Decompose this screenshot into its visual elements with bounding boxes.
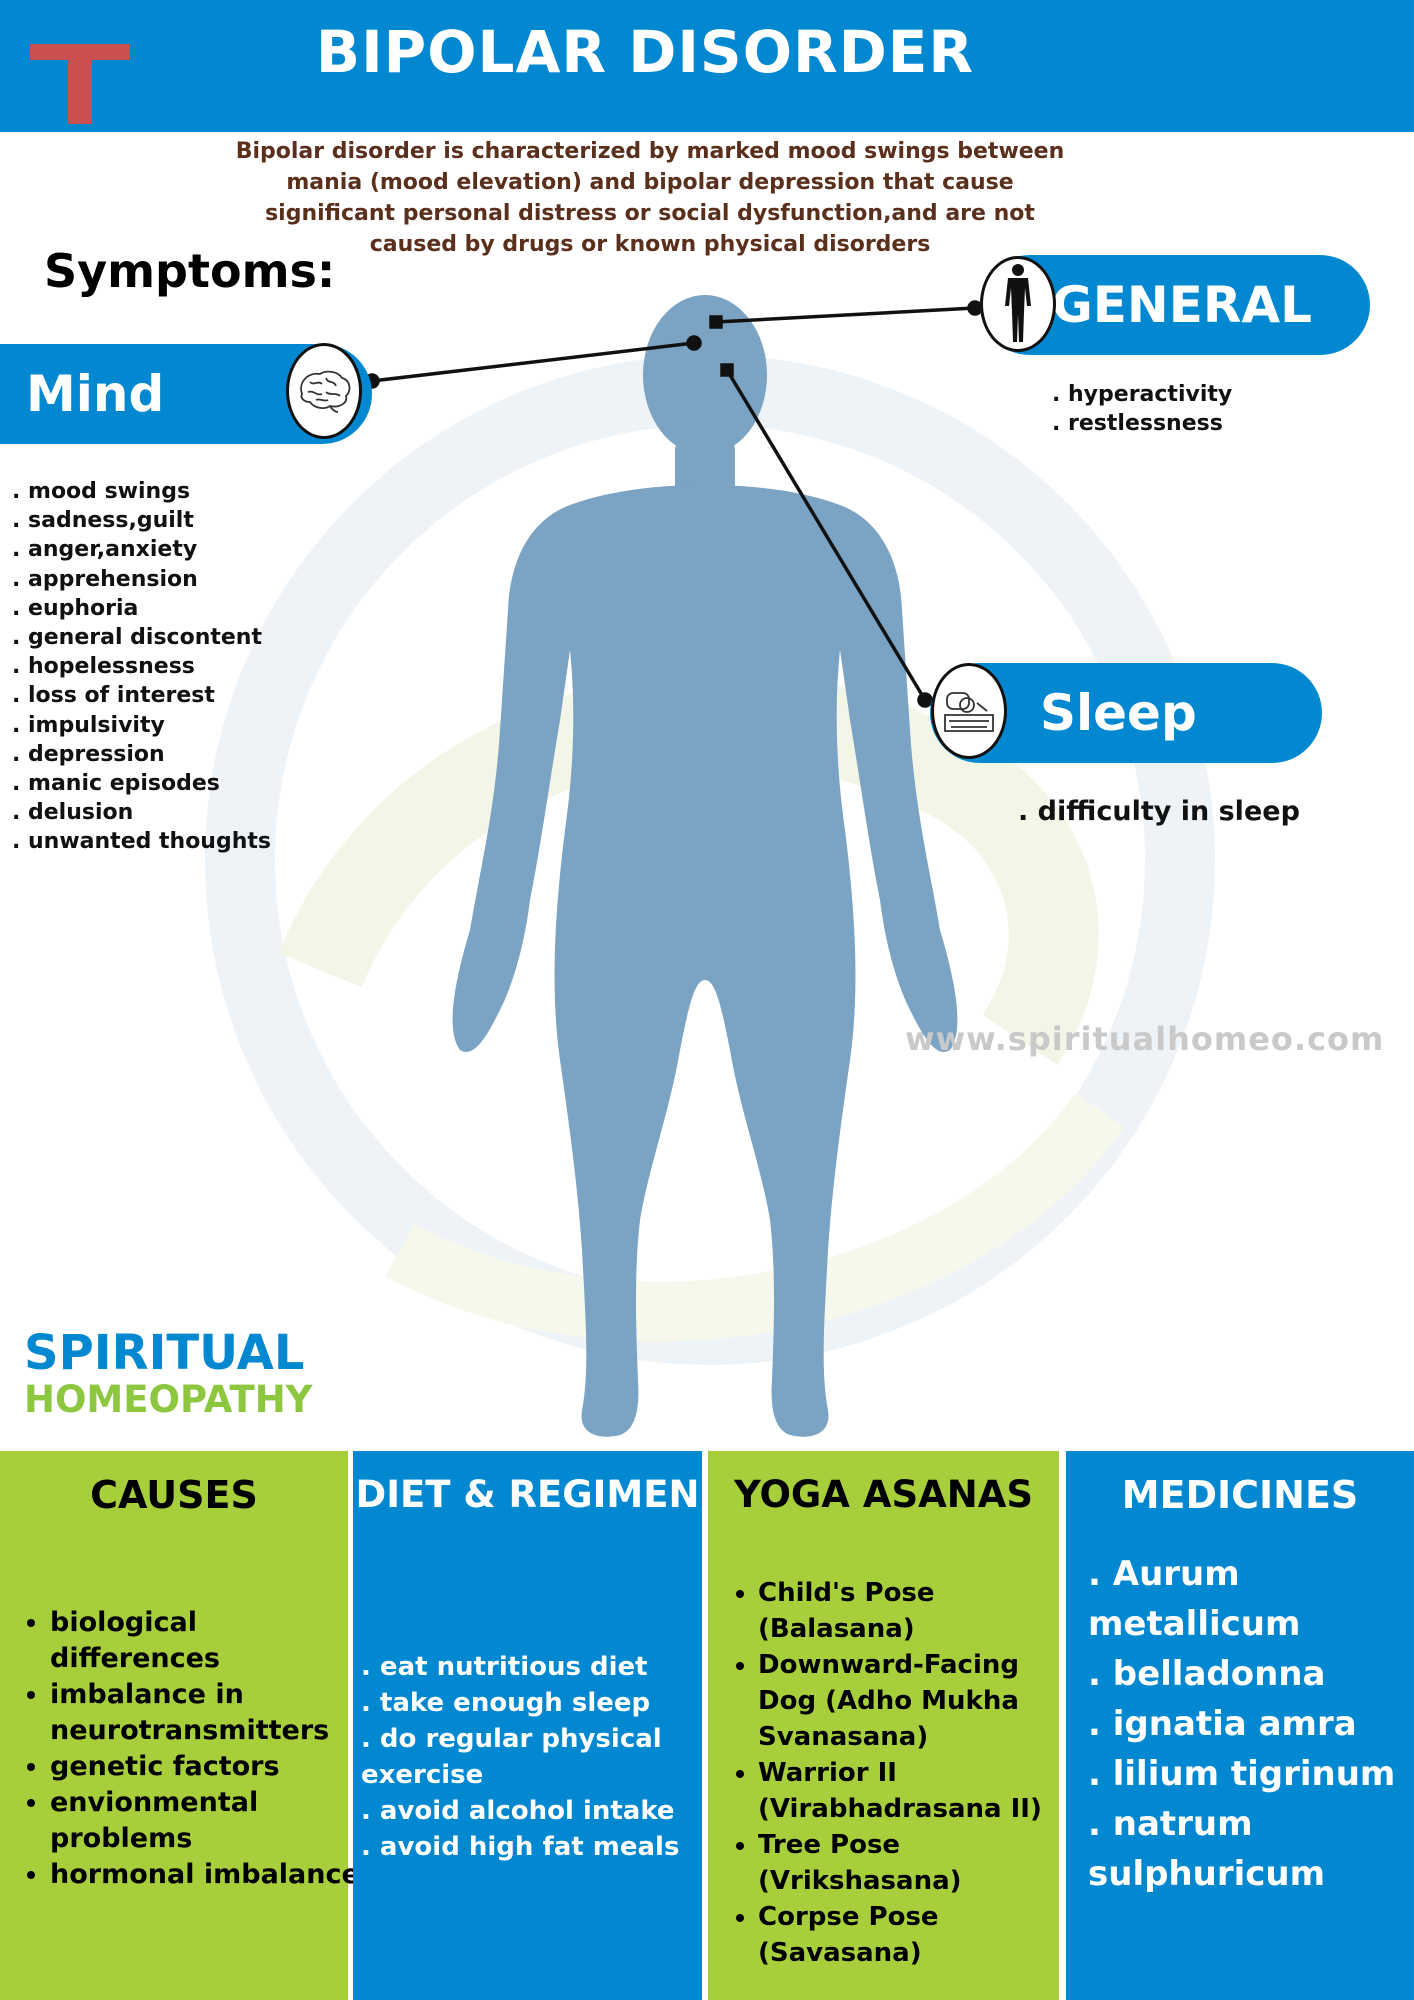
list-item: Corpse Pose (Savasana) <box>758 1899 1076 1971</box>
list-item: . restlessness <box>1052 411 1223 436</box>
list-item: . take enough sleep <box>361 1688 651 1718</box>
list-item: . do regular physical exercise <box>361 1724 662 1790</box>
list-item: . manic episodes <box>12 771 220 797</box>
list-item: . anger,anxiety <box>12 537 198 563</box>
list-item: Child's Pose (Balasana) <box>758 1575 1076 1647</box>
symptoms-heading: Symptoms: <box>44 244 336 298</box>
website-url: www.spiritualhomeo.com <box>905 1020 1385 1058</box>
list-item: Downward-Facing Dog (Adho Mukha Svanasan… <box>758 1647 1076 1755</box>
causes-panel: CAUSES biological differences imbalance … <box>0 1451 360 2000</box>
list-item: . depression <box>12 741 165 767</box>
list-item: Warrior II (Virabhadrasana II) <box>758 1755 1076 1827</box>
list-item: . hyperactivity <box>1052 382 1233 407</box>
list-item: . Aurum metallicum <box>1088 1554 1301 1644</box>
list-item: envionmental problems <box>50 1785 370 1857</box>
intro-paragraph: Bipolar disorder is characterized by mar… <box>235 139 1065 257</box>
list-item: . difficulty in sleep <box>1018 796 1300 827</box>
list-item: . belladonna <box>1088 1654 1326 1694</box>
mind-symptom-list: . mood swings . sadness,guilt . anger,an… <box>12 477 271 857</box>
list-item: . loss of interest <box>12 683 215 709</box>
list-item: . hopelessness <box>12 654 195 680</box>
list-item: hormonal imbalance <box>50 1857 370 1893</box>
logo-t-icon <box>30 44 130 124</box>
yoga-list: Child's Pose (Balasana) Downward-Facing … <box>728 1575 1076 1971</box>
sleeping-person-icon <box>931 663 1007 759</box>
list-item: . mood swings <box>12 479 191 504</box>
medicines-heading: MEDICINES <box>1121 1473 1359 1517</box>
human-body-silhouette <box>452 295 958 1437</box>
list-item: . sadness,guilt <box>12 508 194 534</box>
list-item: . delusion <box>12 800 134 826</box>
header-bar <box>0 0 1414 132</box>
connector-lines <box>364 300 983 708</box>
mind-label: Mind <box>26 365 165 423</box>
list-item: . natrum sulphuricum <box>1088 1804 1326 1894</box>
brain-icon <box>286 343 362 439</box>
list-item: . euphoria <box>12 595 139 621</box>
list-item: . avoid alcohol intake <box>361 1796 675 1826</box>
human-figure-icon <box>980 256 1056 352</box>
medicines-list: . Aurum metallicum . belladonna . ignati… <box>1088 1549 1410 1899</box>
list-item: . general discontent <box>12 625 262 651</box>
general-symptom-list: . hyperactivity . restlessness <box>1052 380 1232 438</box>
diet-panel: DIET & REGIMEN . eat nutritious diet . t… <box>353 1451 702 2000</box>
causes-heading: CAUSES <box>90 1473 258 1517</box>
list-item: . avoid high fat meals <box>361 1832 680 1862</box>
diet-heading: DIET & REGIMEN <box>355 1473 700 1516</box>
list-item: . lilium tigrinum <box>1088 1754 1396 1794</box>
list-item: Tree Pose (Vrikshasana) <box>758 1827 1076 1899</box>
brand-spiritual: SPIRITUAL <box>24 1325 305 1381</box>
list-item: biological differences <box>50 1605 370 1677</box>
causes-list: biological differences imbalance in neur… <box>20 1605 370 1893</box>
yoga-heading: YOGA ASANAS <box>734 1473 1033 1516</box>
sleep-label: Sleep <box>1040 684 1197 742</box>
list-item: . impulsivity <box>12 712 165 738</box>
list-item: . eat nutritious diet <box>361 1652 648 1682</box>
list-item: genetic factors <box>50 1749 370 1785</box>
general-label: GENERAL <box>1051 276 1312 334</box>
yoga-panel: YOGA ASANAS Child's Pose (Balasana) Down… <box>708 1451 1059 2000</box>
diet-list: . eat nutritious diet . take enough slee… <box>361 1649 696 1865</box>
list-item: . apprehension <box>12 566 198 592</box>
list-item: . ignatia amra <box>1088 1704 1357 1744</box>
brand-homeopathy: HOMEOPATHY <box>24 1378 313 1421</box>
list-item: imbalance in neurotransmitters <box>50 1677 370 1749</box>
page-title: BIPOLAR DISORDER <box>315 18 975 86</box>
sleep-symptom-list: . difficulty in sleep <box>1018 796 1300 827</box>
medicines-panel: MEDICINES . Aurum metallicum . belladonn… <box>1066 1451 1414 2000</box>
list-item: . unwanted thoughts <box>12 829 271 855</box>
